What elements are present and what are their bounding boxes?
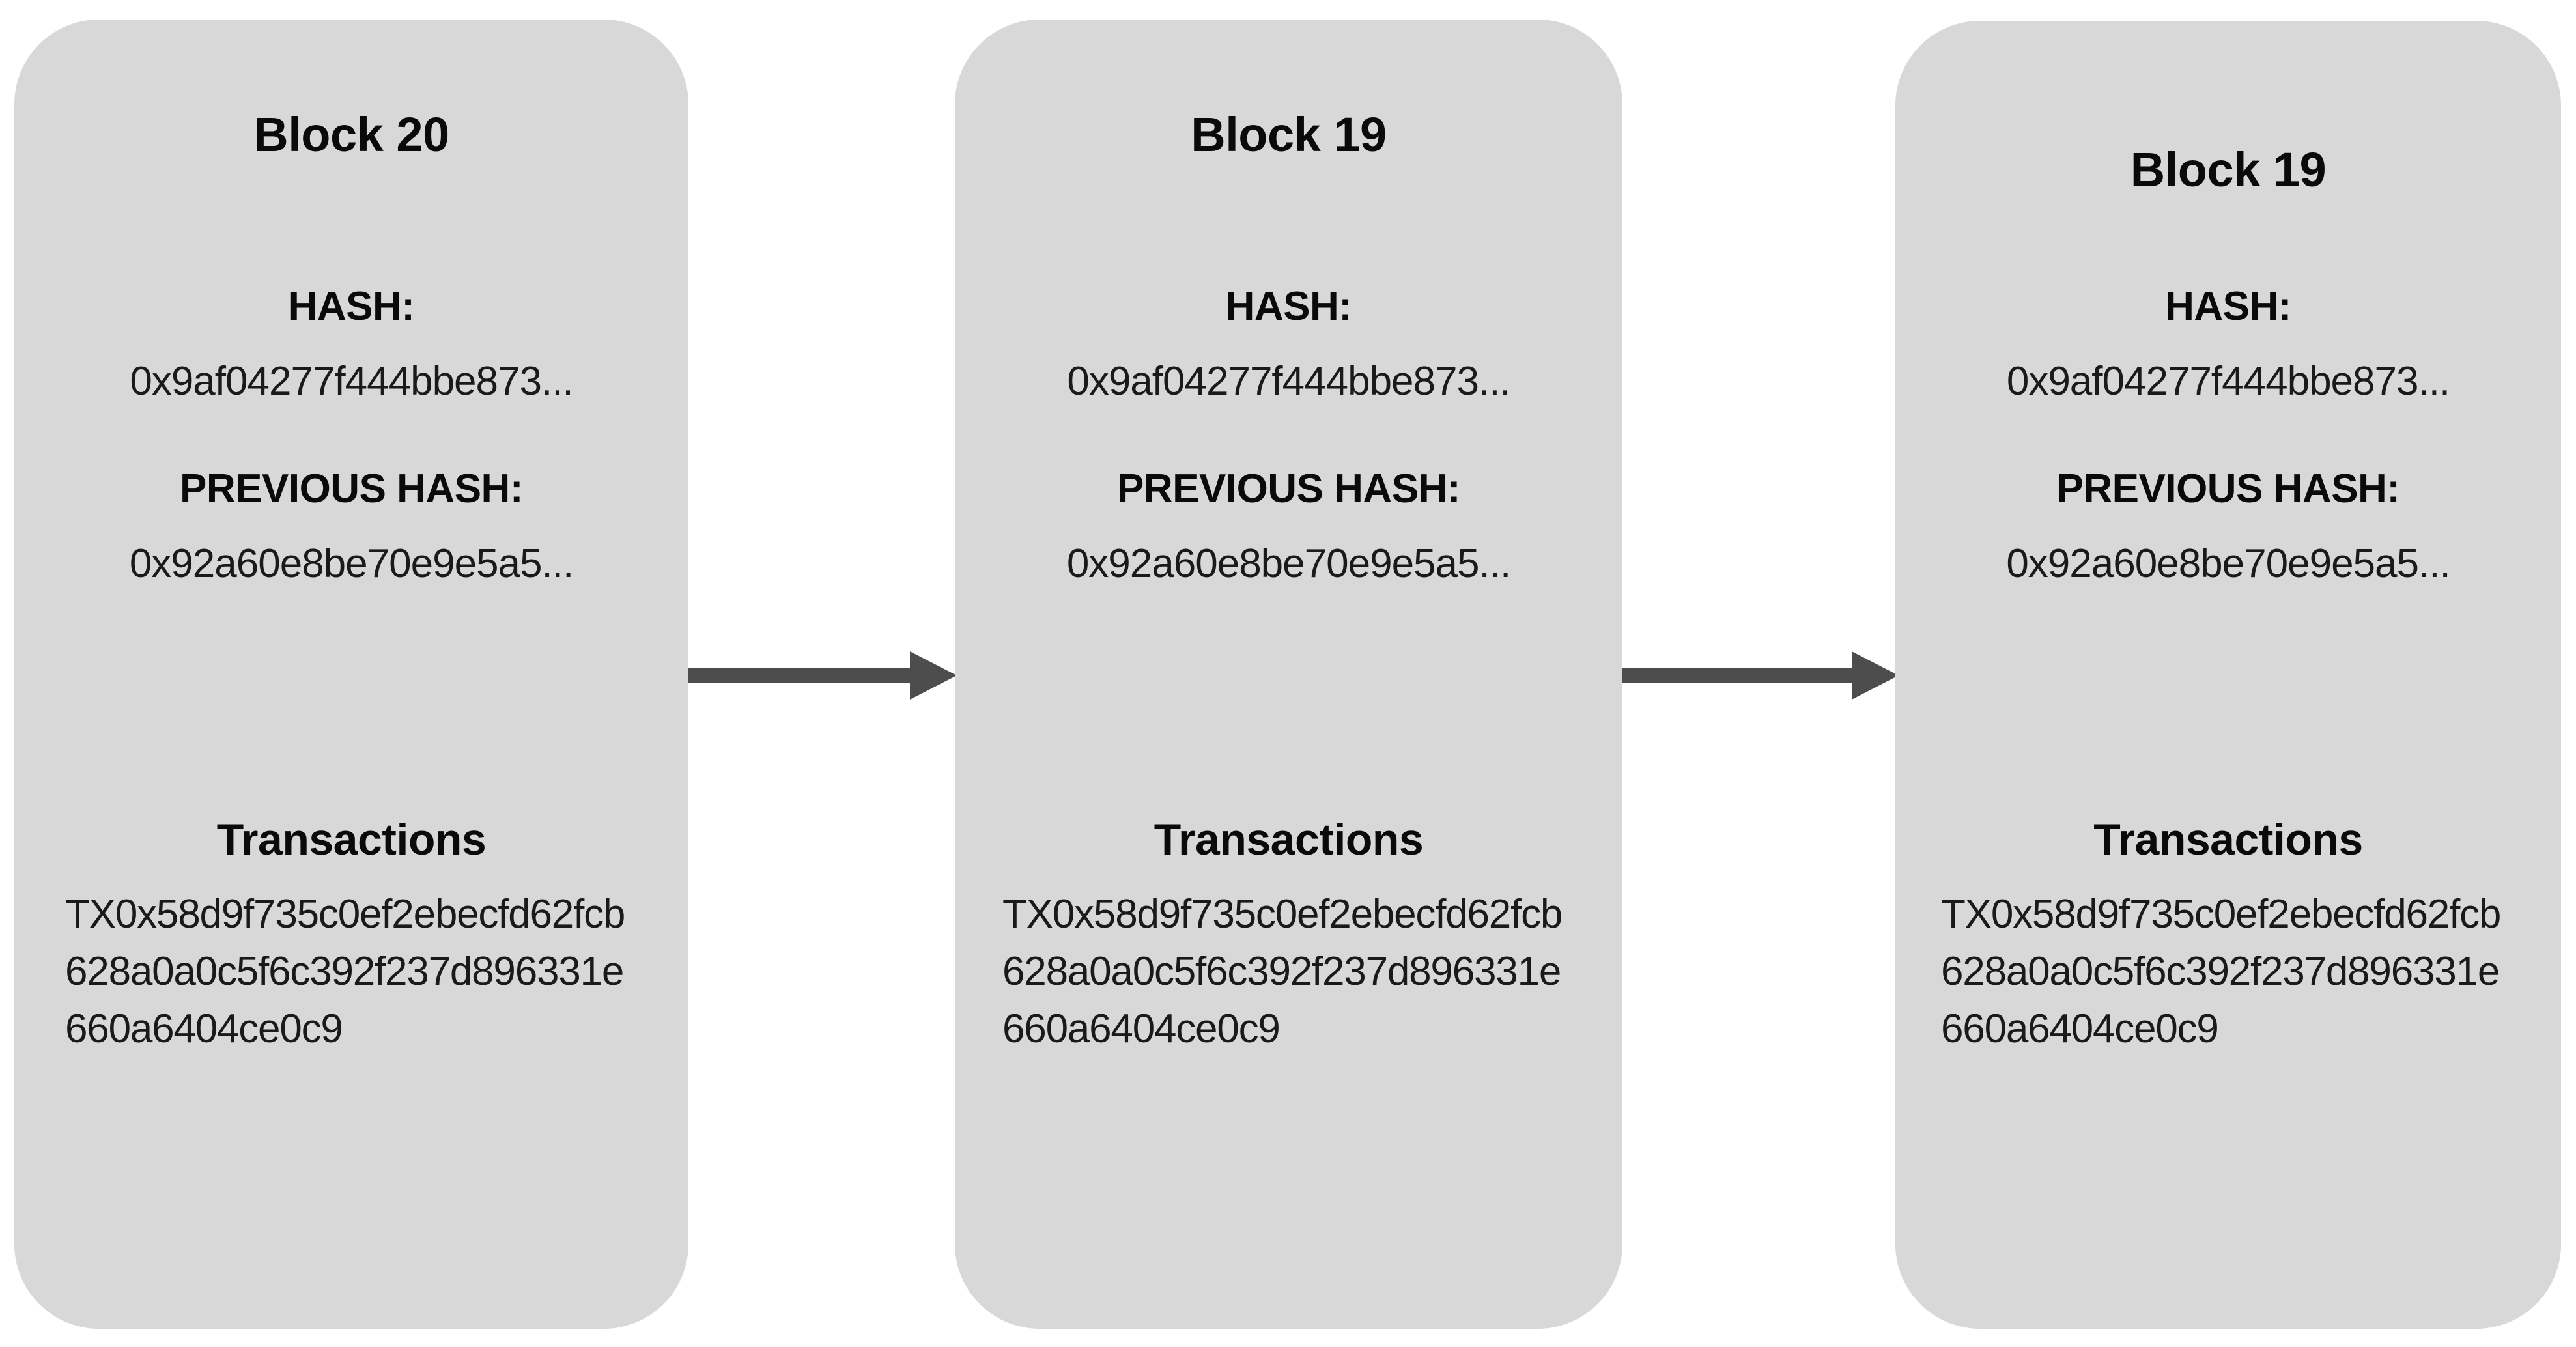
block-1-transaction-value: TX0x58d9f735c0ef2ebecfd62fcb628a0a0c5f6c… (65, 892, 625, 1052)
block-card-3[interactable]: Block 19 HASH: 0x9af04277f444bbe873... P… (1895, 21, 2561, 1329)
block-2-title: Block 19 (1191, 107, 1387, 162)
arrow-right-icon (688, 651, 957, 700)
block-2-content: Block 19 HASH: 0x9af04277f444bbe873... P… (955, 20, 1622, 1329)
block-2-hash-label: HASH: (1225, 284, 1352, 329)
block-card-2[interactable]: Block 19 HASH: 0x9af04277f444bbe873... P… (955, 20, 1622, 1329)
block-1-title: Block 20 (253, 107, 449, 162)
block-3-title: Block 19 (2130, 143, 2327, 197)
connector-arrow-2 (1622, 623, 1899, 728)
block-1-previous-hash-label: PREVIOUS HASH: (180, 466, 523, 511)
block-3-hash-value: 0x9af04277f444bbe873... (2006, 359, 2450, 404)
block-1-hash-label: HASH: (288, 284, 415, 329)
connector-arrow-1 (688, 623, 957, 728)
block-2-hash-value: 0x9af04277f444bbe873... (1067, 359, 1510, 404)
block-2-previous-hash-value: 0x92a60e8be70e9e5a5... (1066, 541, 1511, 586)
block-card-1[interactable]: Block 20 HASH: 0x9af04277f444bbe873... P… (14, 20, 688, 1329)
block-1-transactions-label: Transactions (216, 815, 487, 864)
block-2-transaction-value: TX0x58d9f735c0ef2ebecfd62fcb628a0a0c5f6c… (1002, 892, 1563, 1052)
arrow-right-icon (1622, 651, 1899, 700)
block-3-previous-hash-label: PREVIOUS HASH: (2056, 466, 2400, 511)
block-2-previous-hash-label: PREVIOUS HASH: (1117, 466, 1460, 511)
block-1-previous-hash-value: 0x92a60e8be70e9e5a5... (129, 541, 574, 586)
block-2-transactions-label: Transactions (1154, 815, 1424, 864)
block-3-transactions-label: Transactions (2093, 815, 2363, 864)
block-1-hash-value: 0x9af04277f444bbe873... (130, 359, 573, 404)
block-1-content: Block 20 HASH: 0x9af04277f444bbe873... P… (14, 20, 688, 1329)
block-3-previous-hash-value: 0x92a60e8be70e9e5a5... (2006, 541, 2450, 586)
block-3-hash-label: HASH: (2165, 284, 2291, 329)
block-3-content: Block 19 HASH: 0x9af04277f444bbe873... P… (1895, 21, 2561, 1329)
block-3-transaction-value: TX0x58d9f735c0ef2ebecfd62fcb628a0a0c5f6c… (1941, 892, 2501, 1052)
